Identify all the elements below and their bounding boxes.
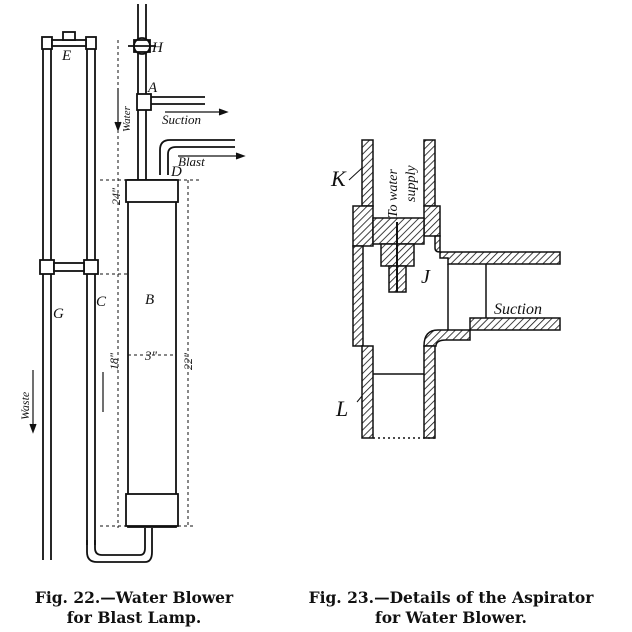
label-e: E xyxy=(61,48,71,64)
cylinder-b xyxy=(125,179,179,528)
figure-22-caption: Fig. 22.—Water Blower for Blast Lamp. xyxy=(14,588,254,628)
label-to-water: To water xyxy=(386,169,401,218)
label-h: H xyxy=(151,40,164,56)
label-dim-22: 22" xyxy=(181,352,195,370)
blast-outlet-d xyxy=(159,139,235,175)
label-dim-24: 24" xyxy=(109,187,123,205)
dimension-lines xyxy=(100,40,200,528)
top-fitting-e xyxy=(41,31,97,50)
label-dim-18: 18" xyxy=(107,352,121,370)
valve-h xyxy=(128,37,156,55)
label-g: G xyxy=(53,306,64,322)
label-water: Water xyxy=(121,105,133,132)
outlet-pipe-wall-left xyxy=(361,345,374,439)
label-suction-23: Suction xyxy=(494,301,542,318)
label-l: L xyxy=(335,396,348,421)
body-wall-left xyxy=(352,245,364,347)
figure-22-water-blower xyxy=(29,4,246,563)
label-suction: Suction xyxy=(162,112,201,127)
figure-22-labels: E H A D B C G Suction Blast Water Waste … xyxy=(18,40,205,420)
label-waste: Waste xyxy=(18,391,32,420)
figure-23-caption-line2: for Water Blower. xyxy=(375,608,527,627)
suction-elbow xyxy=(423,329,471,347)
supply-pipe-wall-left xyxy=(361,139,374,207)
bottom-u-bend xyxy=(86,528,153,563)
label-c: C xyxy=(96,294,107,310)
label-b: B xyxy=(145,292,154,308)
label-dim-3: 3" xyxy=(144,348,158,363)
supply-pipe-wall-right xyxy=(423,139,436,207)
tube-c xyxy=(86,42,96,545)
aspirator-a xyxy=(136,93,205,111)
label-blast: Blast xyxy=(178,154,205,169)
middle-fitting xyxy=(39,259,99,275)
outlet-pipe-wall-right xyxy=(423,345,436,439)
figure-23-caption-line1: Fig. 23.—Details of the Aspirator xyxy=(308,588,594,607)
upper-body-right xyxy=(423,205,441,237)
figure-22-caption-line1: Fig. 22.—Water Blower xyxy=(34,588,234,607)
nozzle-block xyxy=(372,217,425,245)
label-a: A xyxy=(147,80,158,96)
label-k: K xyxy=(330,166,347,191)
label-supply: supply xyxy=(404,165,419,202)
upper-body-left xyxy=(352,205,374,247)
figure-22-caption-line2: for Blast Lamp. xyxy=(66,608,202,627)
figure-23-caption: Fig. 23.—Details of the Aspirator for Wa… xyxy=(270,588,632,628)
supply-pipe xyxy=(137,4,147,180)
figure-23-labels: K J L Suction To water supply xyxy=(330,165,542,421)
label-d: D xyxy=(170,164,182,180)
waste-tube-g xyxy=(42,42,52,560)
flow-arrows xyxy=(29,88,246,434)
label-j: J xyxy=(421,266,431,288)
suction-branch-top xyxy=(434,235,561,265)
suction-branch-bottom xyxy=(469,317,561,331)
figure-23-aspirator xyxy=(348,139,561,439)
